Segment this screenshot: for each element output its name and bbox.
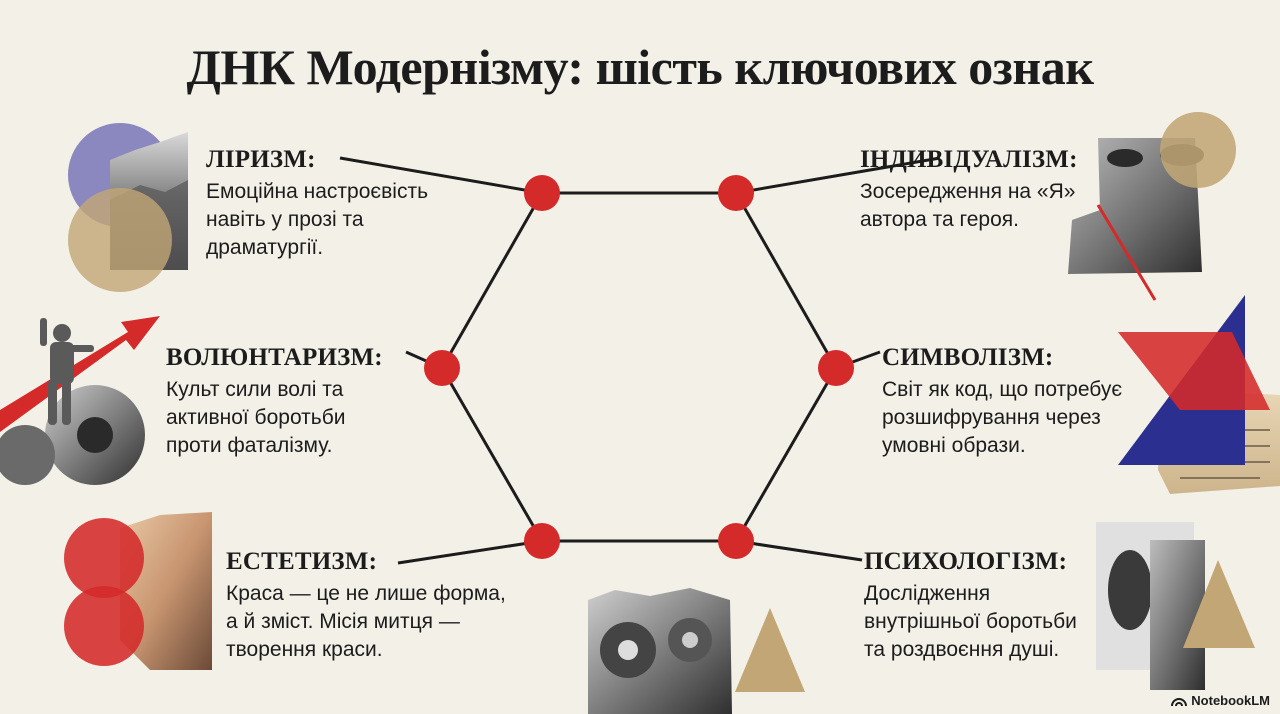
feature-line: розшифрування через xyxy=(882,406,1101,429)
feature-psychologism: ПСИХОЛОГІЗМ: Дослідження внутрішньої бор… xyxy=(864,548,1077,664)
feature-heading: ВОЛЮНТАРИЗМ: xyxy=(166,344,383,371)
node-individualism xyxy=(718,175,754,211)
feature-line: умовні образи. xyxy=(882,434,1026,457)
feature-line: автора та героя. xyxy=(860,208,1019,231)
feature-line: драматургії. xyxy=(206,236,324,259)
node-aestheticism xyxy=(524,523,560,559)
feature-lyricism: ЛІРИЗМ: Емоційна настроєвість навіть у п… xyxy=(206,146,428,262)
node-voluntarism xyxy=(424,350,460,386)
feature-heading: ІНДИВІДУАЛІЗМ: xyxy=(860,146,1078,173)
feature-voluntarism: ВОЛЮНТАРИЗМ: Культ сили волі та активної… xyxy=(166,344,383,460)
hexagon-outline xyxy=(440,191,838,543)
connector-lines xyxy=(339,156,941,565)
feature-line: Світ як код, що потребує xyxy=(882,378,1123,401)
node-symbolism xyxy=(818,350,854,386)
connector-psychologism xyxy=(735,539,863,562)
feature-individualism: ІНДИВІДУАЛІЗМ: Зосередження на «Я» автор… xyxy=(860,146,1078,234)
notebooklm-logo: NotebookLM xyxy=(1171,693,1270,708)
feature-line: Культ сили волі та xyxy=(166,378,344,401)
feature-line: активної боротьби xyxy=(166,406,346,429)
feature-heading: ЛІРИЗМ: xyxy=(206,146,316,173)
voluntarism-collage xyxy=(0,316,160,485)
aestheticism-collage xyxy=(64,512,212,670)
feature-heading: СИМВОЛІЗМ: xyxy=(882,344,1054,371)
symbolism-collage xyxy=(1118,295,1280,494)
page-title: ДНК Модернізму: шість ключових ознак xyxy=(186,39,1095,95)
hexagon-nodes xyxy=(424,175,854,559)
lyricism-collage xyxy=(68,123,188,292)
feature-line: Зосередження на «Я» xyxy=(860,180,1076,203)
feature-line: а й зміст. Місія митця — xyxy=(226,610,460,633)
feature-heading: ЕСТЕТИЗМ: xyxy=(226,548,378,575)
connector-aestheticism xyxy=(397,539,543,565)
connector-lyricism xyxy=(339,156,543,195)
feature-line: навіть у прозі та xyxy=(206,208,364,231)
node-psychologism xyxy=(718,523,754,559)
feature-symbolism: СИМВОЛІЗМ: Світ як код, що потребує розш… xyxy=(882,344,1122,460)
brand-label: NotebookLM xyxy=(1191,693,1270,708)
feature-line: Емоційна настроєвість xyxy=(206,180,429,203)
feature-line: Дослідження xyxy=(864,582,991,605)
gears-collage xyxy=(588,588,805,714)
notebooklm-logo-icon xyxy=(1171,695,1188,707)
psychologism-collage xyxy=(1096,522,1255,690)
connector-individualism xyxy=(735,156,941,195)
feature-line: та роздвоєння душі. xyxy=(864,638,1060,661)
individualism-collage xyxy=(1068,112,1236,301)
feature-line: творення краси. xyxy=(226,638,383,661)
feature-line: внутрішньої боротьби xyxy=(864,610,1077,633)
feature-aestheticism: ЕСТЕТИЗМ: Краса — це не лише форма, а й … xyxy=(226,548,506,664)
feature-heading: ПСИХОЛОГІЗМ: xyxy=(864,548,1068,575)
feature-line: Краса — це не лише форма, xyxy=(226,582,506,605)
node-lyricism xyxy=(524,175,560,211)
feature-line: проти фаталізму. xyxy=(166,434,333,457)
